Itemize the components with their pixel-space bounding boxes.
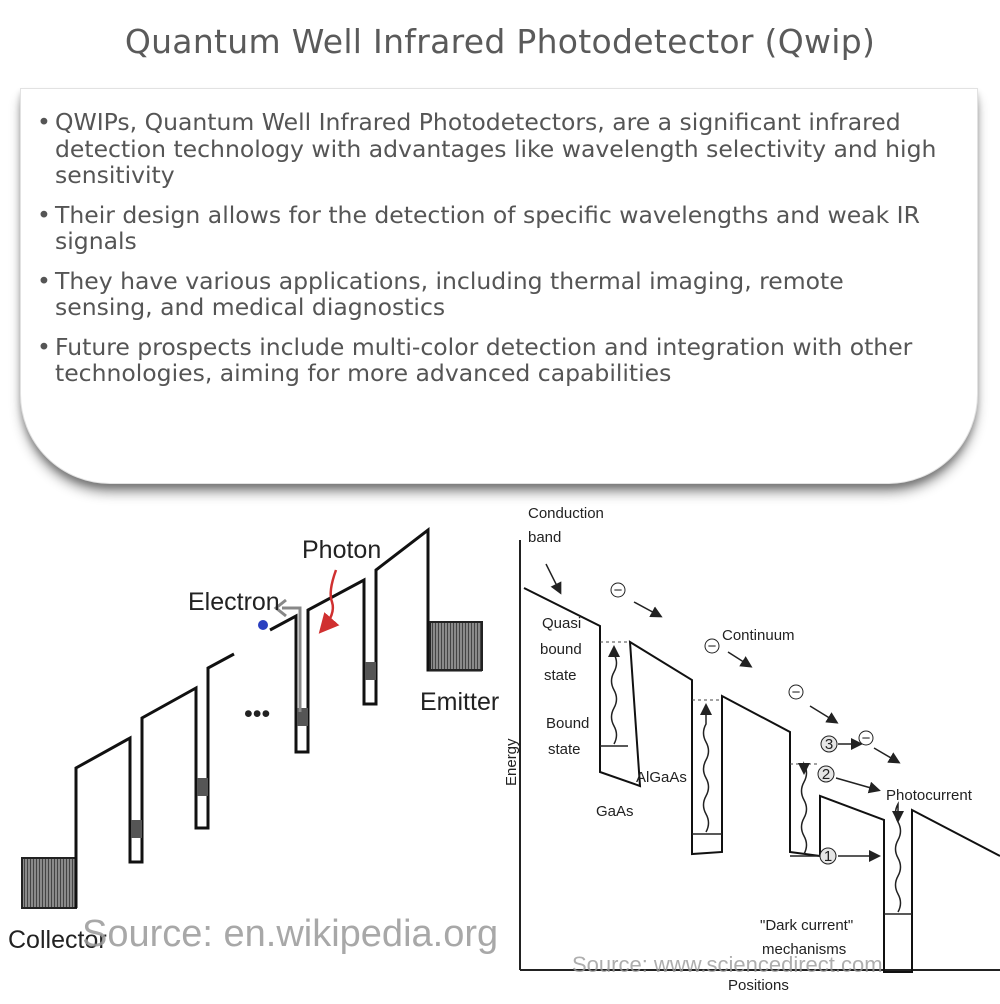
bound-label: Bound	[546, 715, 589, 732]
electron-arrow	[809, 705, 839, 724]
well-state	[131, 820, 142, 838]
quasi-label: Quasi	[542, 615, 581, 632]
arrow-head	[273, 598, 287, 618]
absorption-wave	[892, 801, 904, 913]
collector-contact	[21, 857, 77, 909]
electron-symbol: −	[708, 638, 717, 655]
page-title: Quantum Well Infrared Photodetector (Qwi…	[124, 22, 876, 61]
bullet-item: Future prospects include multi-color det…	[37, 333, 947, 387]
well-state	[197, 778, 208, 796]
energy-axis-label: Energy	[503, 738, 520, 786]
photon-label: Photon	[302, 536, 381, 564]
quasi-bound-label: bound	[540, 641, 582, 658]
conduction-band-edge	[523, 587, 1000, 973]
band-edge-right	[269, 526, 482, 754]
emitter-label: Emitter	[420, 688, 499, 716]
escape-arrow	[282, 606, 302, 712]
electron-arrow	[727, 651, 753, 668]
absorption-wave	[798, 761, 810, 855]
diagram-svg: ••• Photon Electron Emitter Collector So…	[8, 505, 1000, 994]
photon-arrow	[318, 569, 340, 634]
mechanism-1-badge	[819, 847, 837, 865]
electron-symbol: −	[792, 684, 801, 701]
electron-label: Electron	[188, 588, 280, 616]
electron-symbol: −	[862, 730, 871, 747]
qwip-mechanism-diagram: − − − − 3 2 1 Conduction band Quasi boun…	[503, 505, 1000, 994]
electron-circle	[788, 684, 804, 700]
well-state	[297, 708, 308, 726]
positions-axis-label: Positions	[728, 977, 789, 994]
mechanism-1-label: 1	[824, 848, 832, 865]
algaas-label: AlGaAs	[636, 769, 687, 786]
electron-arrow	[633, 601, 663, 618]
source-watermark-right: Source: www.sciencedirect.com	[572, 952, 883, 977]
electron-symbol: −	[614, 582, 623, 599]
diagram-area: ••• Photon Electron Emitter Collector So…	[0, 500, 1000, 1000]
band-label: band	[528, 529, 561, 546]
mechanism-2-label: 2	[822, 766, 830, 783]
electron-circle	[610, 582, 626, 598]
mechanism-2-badge	[817, 765, 835, 783]
dark-current-label: "Dark current"	[760, 917, 853, 934]
bullet-list: QWIPs, Quantum Well Infrared Photodetect…	[37, 109, 947, 387]
bullet-item: QWIPs, Quantum Well Infrared Photodetect…	[37, 109, 947, 189]
ellipsis: •••	[244, 700, 270, 728]
mechanism-3-badge	[820, 735, 838, 753]
bound-state-label: state	[548, 741, 581, 758]
bullet-item: They have various applications, includin…	[37, 267, 947, 321]
source-watermark-left: Source: en.wikipedia.org	[82, 913, 498, 955]
mechanisms-label: mechanisms	[762, 941, 846, 958]
collector-label: Collector	[8, 926, 107, 954]
mechanism-2-arrow	[835, 777, 881, 794]
electron-circle	[704, 638, 720, 654]
absorption-wave	[700, 703, 712, 833]
emitter-contact	[429, 621, 483, 671]
mechanism-3-label: 3	[825, 736, 833, 753]
qwip-band-diagram: ••• Photon Electron Emitter Collector So…	[8, 526, 499, 955]
gaas-label: GaAs	[596, 803, 634, 820]
photocurrent-label: Photocurrent	[886, 787, 973, 804]
quasi-state-label: state	[544, 667, 577, 684]
conduction-pointer	[545, 563, 562, 595]
bullet-item: Their design allows for the detection of…	[37, 201, 947, 255]
electron-arrow	[873, 747, 901, 764]
well-state	[365, 662, 376, 680]
continuum-label: Continuum	[722, 627, 795, 644]
absorption-wave	[608, 645, 620, 745]
electron-dot	[258, 620, 268, 630]
summary-card: QWIPs, Quantum Well Infrared Photodetect…	[20, 88, 978, 484]
conduction-label: Conduction	[528, 505, 604, 522]
band-edge-left	[74, 652, 235, 908]
